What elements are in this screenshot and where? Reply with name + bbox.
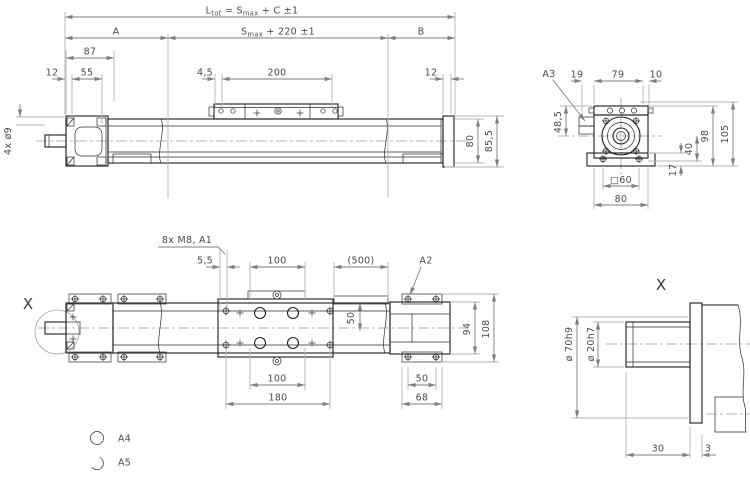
dim-68: 68 xyxy=(416,393,429,404)
detail-x-geometry xyxy=(606,302,750,433)
detail-x-view: X ø 70h9 ø 2 xyxy=(564,276,750,458)
dim-79: 79 xyxy=(612,70,625,81)
dim-80: 80 xyxy=(465,135,476,148)
callout-8x-m8-a1: 8x M8, A1 xyxy=(162,235,212,246)
dim-square-60: □60 xyxy=(610,175,632,186)
lube-port-a5 xyxy=(275,359,279,363)
dim-98: 98 xyxy=(700,130,711,143)
dim-100-top: 100 xyxy=(267,256,286,267)
right-foot xyxy=(402,153,444,164)
end-view-dimensions: A3 19 79 10 48,5 98 105 40 17 □60 80 xyxy=(542,69,738,209)
break-line xyxy=(159,118,163,164)
dim-55: 55 xyxy=(81,68,94,79)
plan-view-dimensions: X 8x M8, A1 5,5 100 (500) A2 50 94 108 1… xyxy=(23,235,499,409)
a2-leader xyxy=(409,266,422,296)
dim-100-bottom: 100 xyxy=(267,374,286,385)
dim-a: A xyxy=(113,27,120,38)
motor-face xyxy=(74,126,103,157)
dim-dia-70h9: ø 70h9 xyxy=(564,327,575,362)
detail-x-title: X xyxy=(656,276,666,294)
dim-stroke: Smax + 220 ±1 xyxy=(241,27,315,39)
legend-label-a5: A5 xyxy=(118,458,131,469)
dim-80-end: 80 xyxy=(615,194,628,205)
carriage-side xyxy=(208,103,344,120)
break-edge xyxy=(737,304,747,433)
dim-12-left: 12 xyxy=(46,68,59,79)
plan-view-geometry xyxy=(34,290,468,366)
break-line xyxy=(158,302,162,354)
mounting-flange xyxy=(689,302,703,424)
end-body xyxy=(593,114,649,159)
dim-17: 17 xyxy=(668,164,679,177)
dim-85-5: 85,5 xyxy=(484,130,495,152)
break-line xyxy=(384,118,388,164)
end-base-flange xyxy=(586,152,656,167)
plan-view: X 8x M8, A1 5,5 100 (500) A2 50 94 108 1… xyxy=(23,235,499,409)
dim-4-5: 4,5 xyxy=(197,68,213,79)
legend-label-a4: A4 xyxy=(118,434,131,445)
break-line xyxy=(383,302,387,354)
legend: A4 A5 xyxy=(90,431,131,471)
dim-b: B xyxy=(418,27,425,38)
dim-200: 200 xyxy=(267,68,286,79)
callout-a3: A3 xyxy=(542,69,555,80)
detail-x-label: X xyxy=(23,295,33,313)
dim-40: 40 xyxy=(684,143,695,156)
dim-10: 10 xyxy=(650,70,663,81)
a3-leader xyxy=(552,79,586,122)
carriage-plan xyxy=(217,290,335,366)
lube-port-a4 xyxy=(275,293,279,297)
dim-94: 94 xyxy=(462,323,473,336)
a3-connector xyxy=(578,116,595,127)
dim-105: 105 xyxy=(720,124,731,143)
side-view-dimensions: Ltot = Smax + C ±1 A Smax + 220 ±1 B 87 … xyxy=(3,6,504,198)
pilot-shaft xyxy=(625,321,691,368)
dim-overall-length: Ltot = Smax + C ±1 xyxy=(206,6,299,18)
dim-5-5: 5,5 xyxy=(197,256,213,267)
clamp-plate xyxy=(117,351,167,363)
left-foot xyxy=(112,153,152,164)
end-cap xyxy=(442,115,455,168)
dim-48-5: 48,5 xyxy=(553,111,564,133)
legend-crescent-a5-icon xyxy=(91,457,104,471)
detail-x-circle xyxy=(34,309,80,355)
side-view: Ltot = Smax + C ±1 A Smax + 220 ±1 B 87 … xyxy=(3,6,504,198)
end-housing-plan xyxy=(389,301,451,355)
dim-50-mid: 50 xyxy=(346,312,357,325)
dim-108: 108 xyxy=(481,319,492,338)
dim-19: 19 xyxy=(571,70,584,81)
dim-500: (500) xyxy=(347,256,374,267)
end-view: A3 19 79 10 48,5 98 105 40 17 □60 80 xyxy=(542,69,738,209)
dim-4x-d9: 4x ø9 xyxy=(3,127,14,155)
dim-50-bottom: 50 xyxy=(416,374,429,385)
dim-180: 180 xyxy=(268,393,287,404)
clamp-plate xyxy=(117,293,167,305)
dim-87: 87 xyxy=(84,47,97,58)
callout-a2: A2 xyxy=(419,256,432,267)
detail-x-dimensions: ø 70h9 ø 20h7 30 3 xyxy=(564,316,716,458)
bearing-boss xyxy=(601,116,641,156)
dim-12-right: 12 xyxy=(425,68,438,79)
end-view-geometry xyxy=(558,98,662,174)
legend-circle-a4-icon xyxy=(90,431,104,445)
dim-3: 3 xyxy=(705,444,711,455)
dim-dia-20h7: ø 20h7 xyxy=(586,327,597,362)
dim-30: 30 xyxy=(652,444,665,455)
side-view-geometry xyxy=(36,103,468,168)
